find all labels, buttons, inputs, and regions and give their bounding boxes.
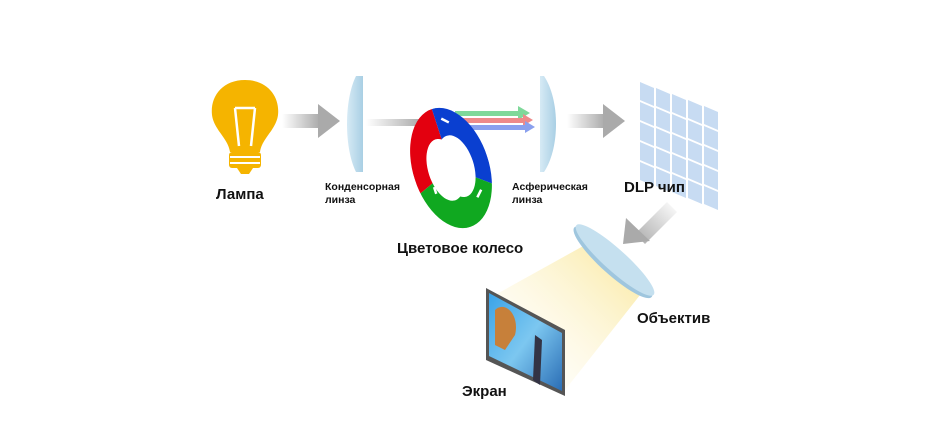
rgb-light-arrows [455, 106, 535, 133]
dlp-micromirror [704, 186, 718, 210]
dlp-micromirror [672, 154, 686, 178]
objective-lens-icon [573, 224, 655, 299]
dlp-micromirror [688, 120, 702, 144]
dlp-chip-label: DLP чип [624, 179, 685, 196]
dlp-micromirror [688, 100, 702, 124]
aspheric-lens-icon [540, 76, 556, 172]
lamp-bulb-icon [211, 80, 279, 174]
condenser-lens-icon [347, 76, 363, 172]
dlp-micromirror [640, 122, 654, 146]
dlp-micromirror [704, 126, 718, 150]
condenser-lens-label-line2: линза [325, 194, 356, 206]
dlp-micromirror [656, 128, 670, 152]
dlp-micromirror [656, 108, 670, 132]
dlp-chip-icon [640, 82, 718, 210]
aspheric-lens-label-line1: Асферическая [512, 181, 588, 193]
dlp-micromirror [656, 88, 670, 112]
light-beam-to-wheel [366, 119, 421, 126]
dlp-micromirror [704, 166, 718, 190]
dlp-micromirror [672, 174, 686, 198]
dlp-micromirror [688, 180, 702, 204]
arrow-lamp-to-condenser [282, 104, 340, 138]
dlp-micromirror [672, 94, 686, 118]
objective-label: Объектив [637, 310, 711, 327]
dlp-micromirror [640, 142, 654, 166]
condenser-lens-label-line1: Конденсорная [325, 181, 400, 193]
screen-icon [486, 288, 565, 396]
dlp-micromirror [656, 168, 670, 192]
dlp-micromirror [688, 160, 702, 184]
dlp-micromirror [704, 146, 718, 170]
dlp-micromirror [640, 102, 654, 126]
color-wheel-label: Цветовое колесо [397, 240, 524, 257]
dlp-micromirror [672, 114, 686, 138]
arrow-lens-to-dlp [567, 104, 625, 138]
dlp-micromirror [656, 148, 670, 172]
dlp-micromirror [688, 140, 702, 164]
projection-light-beam [495, 245, 640, 390]
lamp-label: Лампа [216, 186, 264, 203]
dlp-micromirror [640, 82, 654, 106]
screen-label: Экран [462, 383, 507, 400]
arrow-dlp-to-objective [623, 202, 677, 244]
aspheric-lens-label: Асферическая линза [512, 181, 588, 207]
condenser-lens-label: Конденсорная линза [325, 181, 400, 207]
dlp-micromirror [640, 162, 654, 186]
aspheric-lens-label-line2: линза [512, 194, 543, 206]
dlp-micromirror [672, 134, 686, 158]
dlp-micromirror [704, 106, 718, 130]
